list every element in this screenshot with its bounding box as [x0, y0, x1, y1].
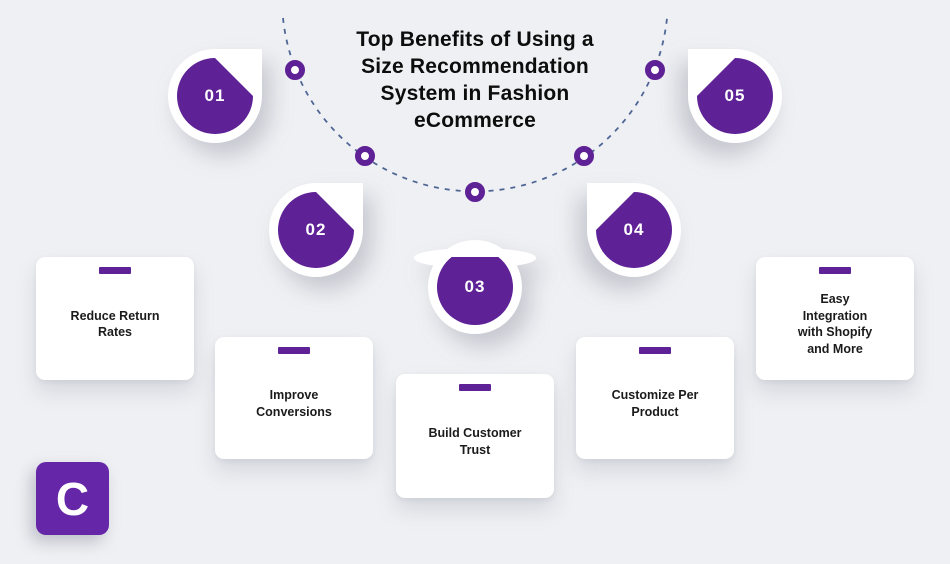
- arc-node-1: [285, 60, 305, 80]
- benefit-label: Reduce Return Rates: [70, 308, 160, 340]
- benefit-card-1: Reduce Return Rates: [36, 257, 194, 380]
- arc-node-5: [645, 60, 665, 80]
- step-number: 01: [204, 86, 226, 105]
- step-badge-02: 02: [256, 168, 376, 288]
- step-badge-shape: [688, 49, 782, 143]
- step-number: 05: [724, 86, 746, 105]
- step-badge-03: 03: [414, 225, 536, 345]
- card-accent-bar: [639, 347, 671, 354]
- step-badge-shape: [168, 49, 262, 143]
- arc-node-2: [355, 146, 375, 166]
- step-badge-shape: [587, 183, 681, 277]
- benefit-card-3: Build Customer Trust: [396, 374, 554, 498]
- benefit-label: Build Customer Trust: [428, 426, 522, 457]
- benefit-label: Improve Conversions: [256, 388, 332, 419]
- benefit-card-2: Improve Conversions: [215, 337, 373, 459]
- step-badge-shape: [269, 183, 363, 277]
- benefit-card-4: Customize Per Product: [576, 337, 734, 459]
- card-accent-bar: [99, 267, 131, 274]
- step-badge-04: 04: [574, 168, 694, 288]
- card-accent-bar: [459, 384, 491, 391]
- page-title: Top Benefits of Using a Size Recommendat…: [356, 28, 594, 132]
- step-number: 04: [623, 220, 645, 239]
- step-badge-shape: [414, 240, 536, 334]
- step-badge-05: 05: [675, 34, 795, 154]
- benefit-card-5: Easy Integration with Shopify and More: [756, 257, 914, 380]
- brand-logo-letter: C: [55, 472, 90, 525]
- benefit-label: Customize Per Product: [611, 388, 699, 419]
- benefit-label: Easy Integration with Shopify and More: [797, 292, 873, 356]
- arc-node-3: [465, 182, 485, 202]
- step-badge-01: 01: [155, 34, 275, 154]
- step-number: 03: [464, 277, 486, 296]
- card-accent-bar: [819, 267, 851, 274]
- arc-node-4: [574, 146, 594, 166]
- card-accent-bar: [278, 347, 310, 354]
- brand-logo: C: [36, 462, 109, 535]
- step-number: 02: [305, 220, 327, 239]
